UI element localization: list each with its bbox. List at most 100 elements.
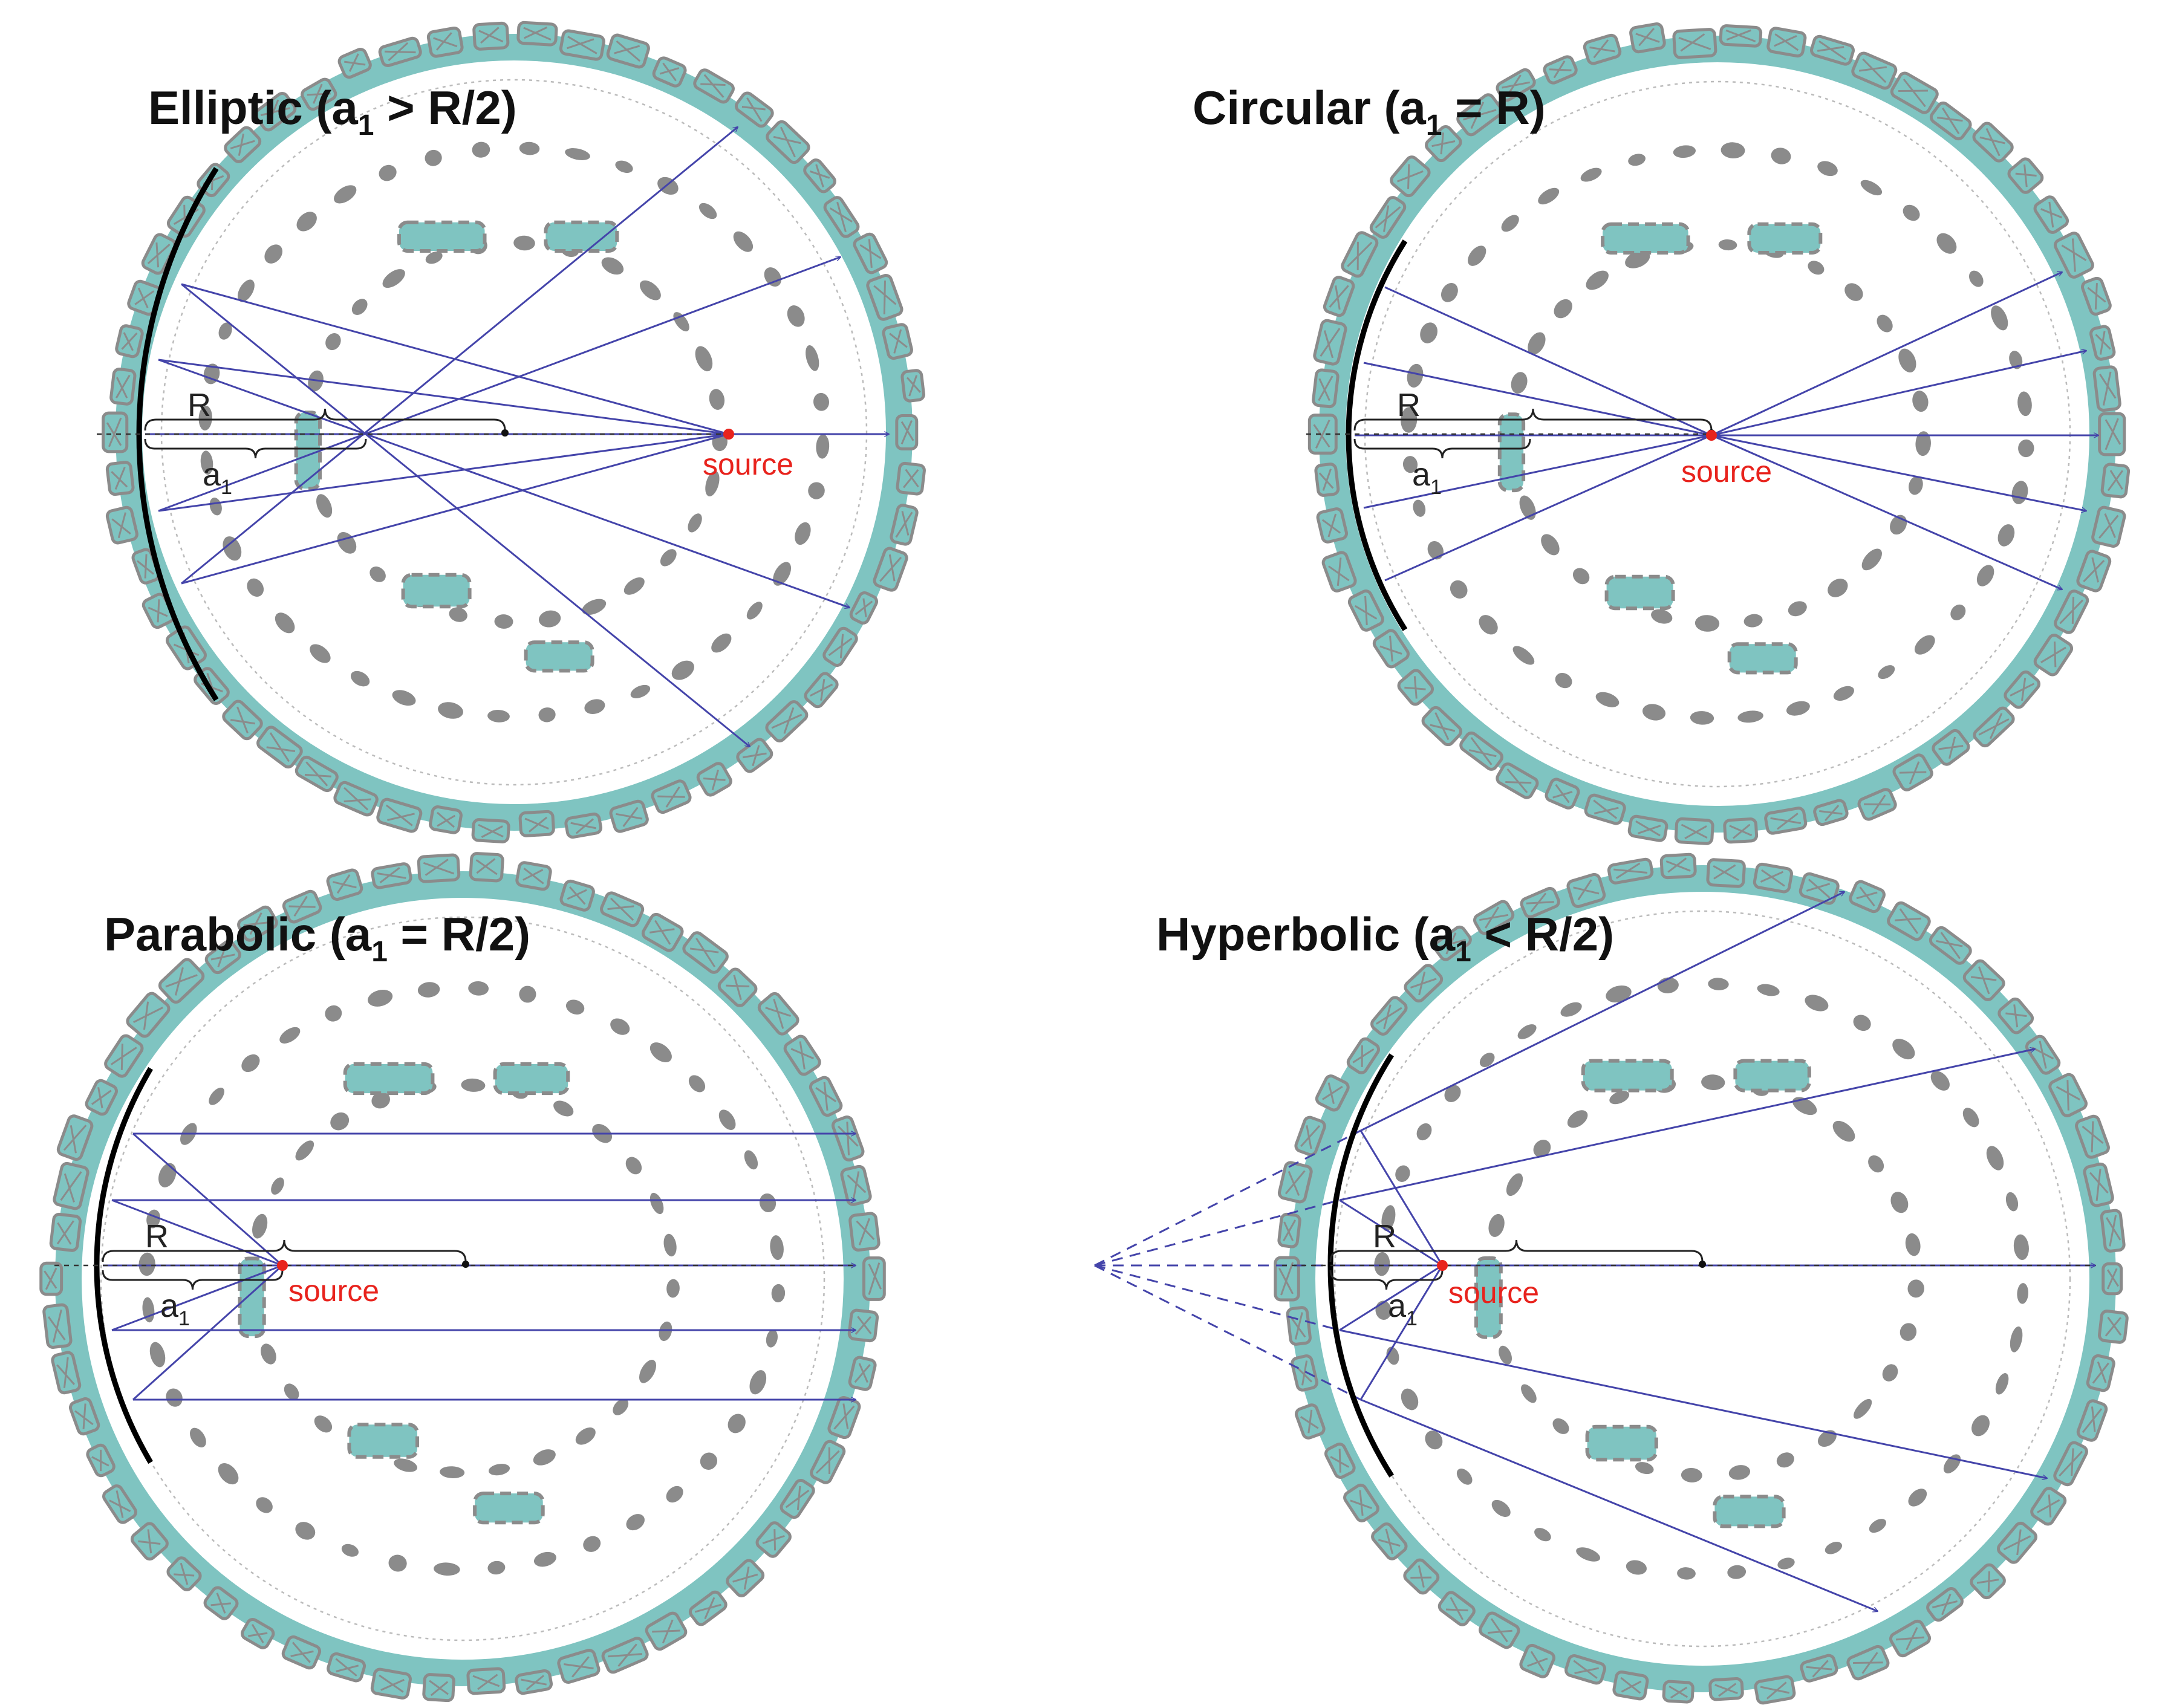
internal-vessel bbox=[440, 1466, 465, 1478]
internal-vessel bbox=[247, 578, 264, 597]
ray bbox=[158, 359, 850, 608]
vessel-block bbox=[1321, 551, 1357, 593]
panel-elliptic: Ra1 source Elliptic (a1 > R/2) bbox=[97, 21, 926, 843]
vessel-block bbox=[1754, 1675, 1796, 1705]
vessel-block bbox=[39, 1261, 63, 1296]
vessel-block bbox=[102, 1484, 137, 1524]
vessel-block bbox=[1316, 507, 1348, 544]
ray bbox=[181, 127, 738, 585]
ray bbox=[1363, 362, 1712, 437]
internal-vessel bbox=[688, 513, 702, 533]
internal-vessels bbox=[138, 981, 786, 1576]
internal-vessel bbox=[1533, 1140, 1551, 1158]
reflected-rays bbox=[1355, 271, 2098, 589]
vessel-block bbox=[515, 1669, 553, 1695]
internal-vessel bbox=[388, 1554, 407, 1572]
internal-vessel bbox=[1538, 187, 1560, 205]
vessel-block bbox=[1277, 1161, 1313, 1204]
internal-vessel bbox=[1776, 1452, 1794, 1468]
internal-vessel bbox=[808, 482, 825, 499]
vessel-block bbox=[2075, 1114, 2110, 1159]
vessel-block bbox=[51, 1351, 82, 1395]
vessel-block bbox=[1926, 1587, 1964, 1622]
internal-vessel bbox=[487, 1560, 506, 1575]
internal-vessel bbox=[198, 406, 212, 430]
internal-vessel bbox=[1905, 1233, 1921, 1256]
internal-vessel bbox=[425, 149, 442, 166]
internal-vessel bbox=[1427, 541, 1444, 560]
internal-vessel bbox=[806, 345, 819, 371]
internal-vessel bbox=[1595, 692, 1620, 707]
internal-vessel bbox=[565, 148, 590, 160]
internal-vessel bbox=[1609, 1091, 1630, 1105]
internal-vessel bbox=[2017, 391, 2032, 417]
vessel-block bbox=[2048, 1073, 2088, 1117]
internal-vessel bbox=[1805, 995, 1829, 1011]
hull-cluster bbox=[347, 1423, 420, 1459]
internal-vessel bbox=[2010, 1326, 2023, 1352]
vessel-block bbox=[1887, 901, 1931, 941]
internal-vessel bbox=[166, 1388, 183, 1407]
internal-vessel bbox=[1757, 984, 1780, 996]
vessel-block bbox=[222, 700, 263, 741]
internal-vessel bbox=[1788, 601, 1807, 617]
hull-cluster bbox=[238, 1256, 266, 1339]
ray bbox=[1711, 434, 2086, 511]
vessel-block bbox=[1371, 1522, 1408, 1560]
vessel-block bbox=[333, 781, 379, 817]
internal-vessel bbox=[749, 1370, 767, 1395]
internal-vessel bbox=[334, 185, 357, 204]
hull-cluster bbox=[1713, 1495, 1786, 1528]
internal-vessel bbox=[1468, 245, 1486, 266]
internal-vessel bbox=[337, 532, 357, 554]
internal-vessel bbox=[695, 346, 713, 372]
vessel-block bbox=[466, 1667, 506, 1695]
ray bbox=[1359, 1265, 1444, 1400]
internal-vessel bbox=[764, 267, 781, 287]
vessel-block bbox=[1892, 753, 1933, 791]
internal-vessel bbox=[657, 177, 679, 195]
vessel-block bbox=[1813, 799, 1849, 826]
vessel-block bbox=[765, 700, 809, 742]
source-label: source bbox=[1448, 1276, 1539, 1310]
internal-vessel bbox=[513, 235, 535, 251]
vessel-block bbox=[1607, 857, 1654, 885]
vessel-block bbox=[2076, 550, 2112, 593]
panel-title: Circular (a1 = R) bbox=[1193, 81, 1546, 141]
internal-vessel bbox=[650, 1042, 672, 1063]
internal-vessel bbox=[1552, 1418, 1569, 1434]
vessel-block bbox=[2083, 1162, 2114, 1207]
internal-vessel bbox=[1853, 1015, 1871, 1031]
internal-vessel bbox=[325, 1005, 342, 1022]
vessel-block bbox=[1708, 1677, 1744, 1701]
vessel-block bbox=[371, 862, 412, 889]
internal-vessel bbox=[449, 607, 467, 622]
dotted-circle bbox=[1333, 910, 2071, 1648]
vessel-block bbox=[1421, 706, 1463, 747]
vessel-block bbox=[1456, 93, 1503, 137]
vessel-block bbox=[895, 414, 919, 450]
ray bbox=[1339, 1199, 1443, 1267]
vessel-block bbox=[2100, 463, 2131, 499]
internal-vessel bbox=[671, 660, 694, 680]
internal-vessel bbox=[1825, 1542, 1843, 1554]
vessel-block bbox=[1889, 1619, 1932, 1658]
internal-vessel bbox=[659, 1321, 672, 1342]
internal-vessel bbox=[1479, 1053, 1495, 1067]
internal-vessel bbox=[1914, 635, 1935, 655]
internal-vessel bbox=[461, 1078, 486, 1092]
vessel-block bbox=[378, 36, 422, 67]
vessel-block bbox=[469, 852, 504, 883]
internal-vessel bbox=[795, 522, 811, 545]
internal-vessel bbox=[1727, 1565, 1747, 1579]
vessel-block bbox=[823, 196, 860, 238]
vessel-block bbox=[429, 805, 463, 834]
internal-vessel bbox=[261, 1343, 276, 1365]
vessel-block bbox=[1972, 122, 2014, 163]
internal-vessel bbox=[538, 707, 556, 722]
vessel-block bbox=[1674, 817, 1714, 845]
internal-vessel bbox=[1580, 167, 1602, 182]
internal-vessel bbox=[325, 333, 341, 351]
vessel-block bbox=[2086, 1354, 2115, 1392]
dimension-annotations: Ra1 bbox=[1282, 1218, 2095, 1330]
